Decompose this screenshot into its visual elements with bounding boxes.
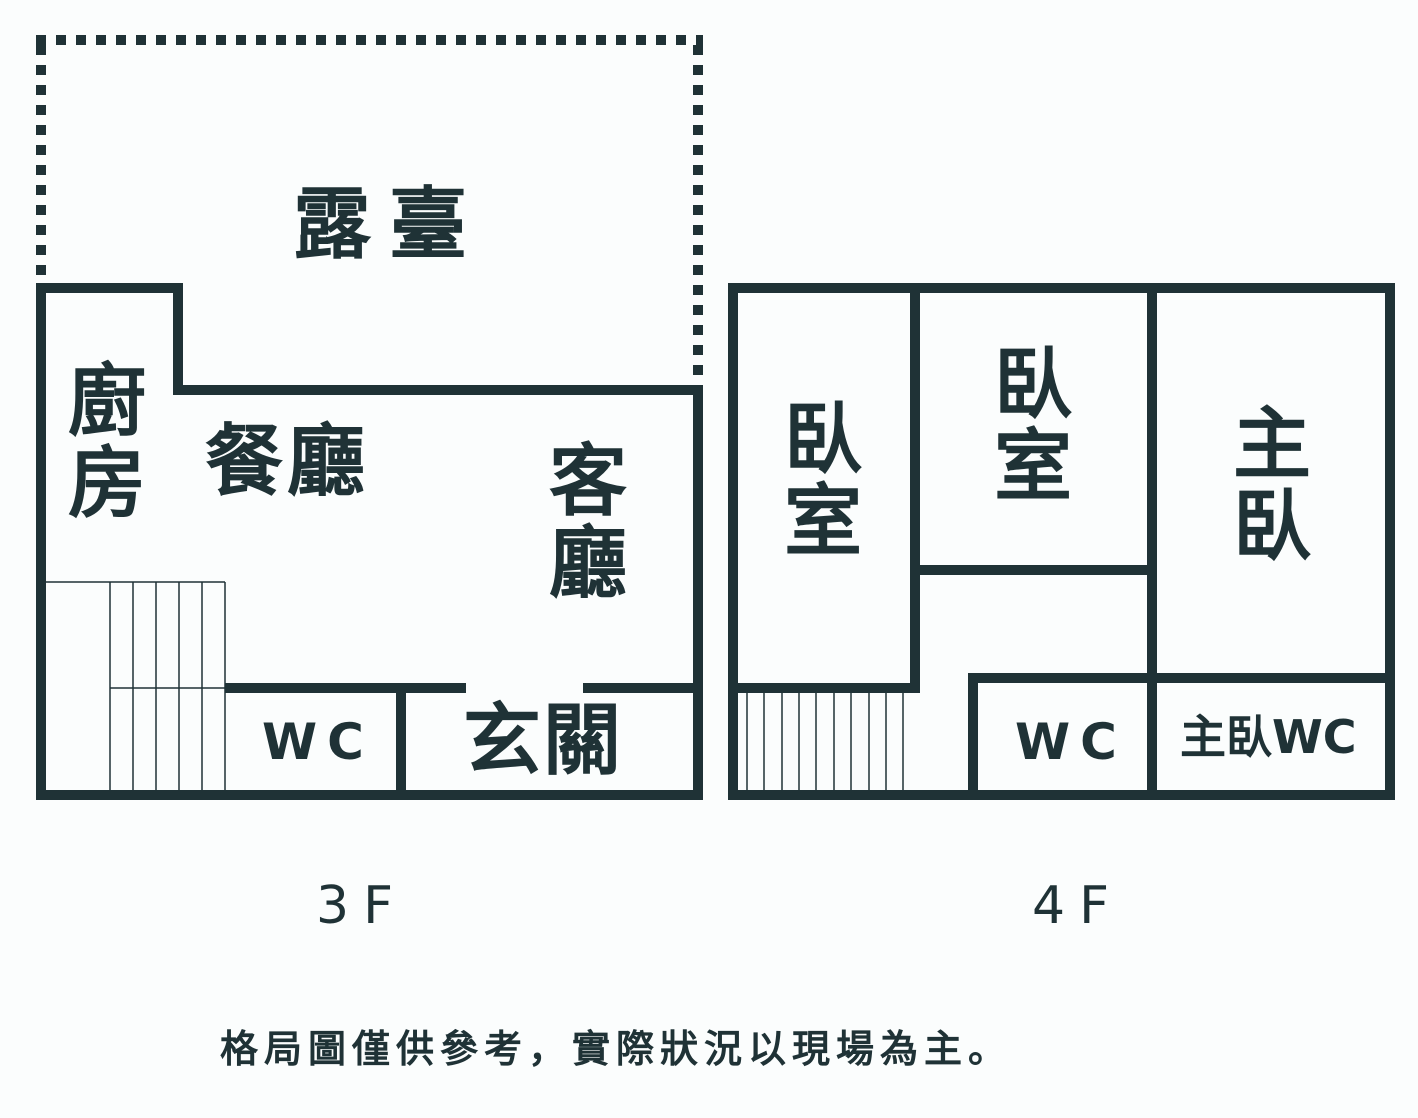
room-label-kitchen: 廚房 xyxy=(67,357,146,529)
room-label-living: 客廳 xyxy=(548,437,627,609)
room-label-4f-wc: WC xyxy=(1015,713,1127,771)
room-label-entrance: 玄關 xyxy=(463,696,624,786)
floor3-stairs xyxy=(46,581,226,790)
floor-label-4f: 4F xyxy=(1032,876,1123,936)
floor4-walls xyxy=(728,283,1395,800)
room-label-bedroom-1: 臥室 xyxy=(783,395,862,567)
room-label-master-bedroom: 主臥 xyxy=(1232,400,1311,572)
room-label-dining: 餐廳 xyxy=(205,417,370,507)
disclaimer-note: 格局圖僅供參考，實際狀況以現場為主。 xyxy=(220,1027,1013,1071)
floor3-walls xyxy=(36,35,703,800)
floor-label-3f: 3F xyxy=(316,876,407,936)
room-label-master-wc: 主臥WC xyxy=(1180,710,1357,764)
floor4-stairs xyxy=(746,693,904,790)
room-label-bedroom-2: 臥室 xyxy=(993,340,1072,512)
room-label-3f-wc: WC xyxy=(262,713,374,771)
room-label-terrace: 露臺 xyxy=(293,180,486,270)
